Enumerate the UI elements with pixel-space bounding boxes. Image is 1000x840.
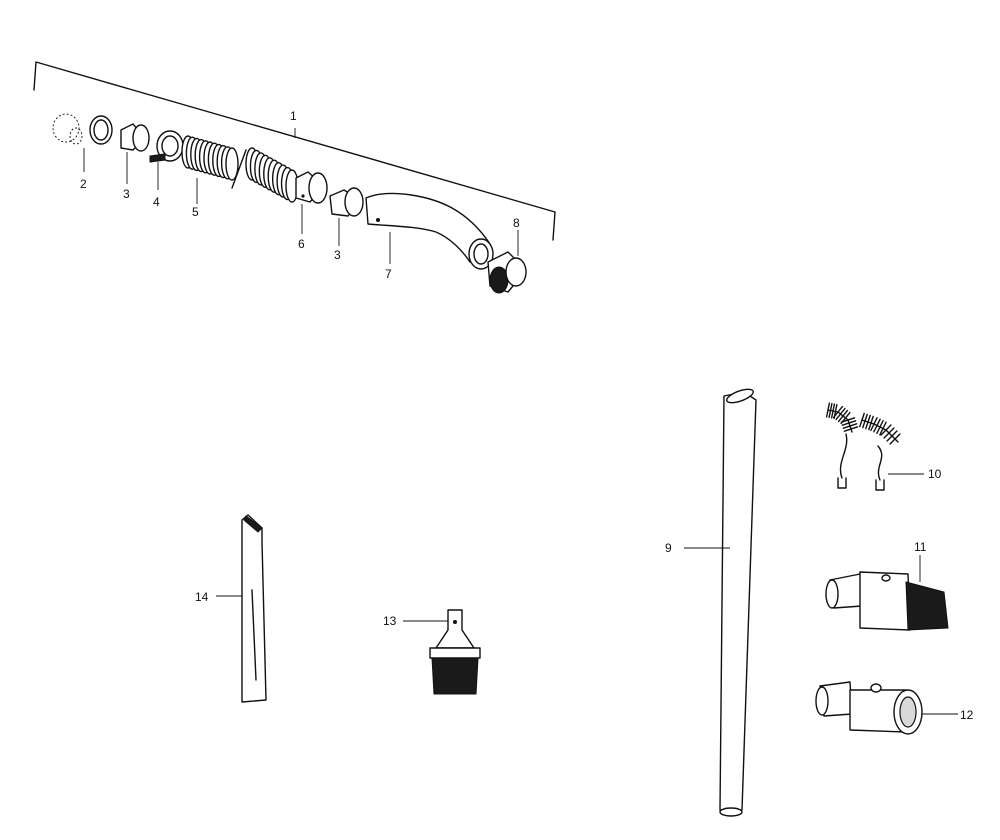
part-9-extension-wand: 9	[665, 388, 757, 817]
part-11-upholstery-nozzle: 11	[825, 540, 949, 631]
brush-bristle	[828, 402, 833, 419]
callout-14: 14	[195, 590, 209, 604]
brush-bristle	[830, 403, 836, 419]
callout-8: 8	[513, 216, 520, 230]
part-8-coupling	[487, 230, 527, 294]
callout-2: 2	[80, 177, 87, 191]
brush-bristle	[873, 418, 881, 433]
brush-bristle	[825, 402, 831, 418]
brush-bristle	[837, 409, 849, 423]
brush-bristle	[832, 405, 844, 419]
callout-4: 4	[153, 195, 160, 209]
brush-bristle	[880, 424, 892, 436]
callout-7: 7	[385, 267, 392, 281]
hose-rib	[225, 147, 239, 181]
part-10-radiator-brushes: 10	[825, 402, 942, 491]
brush-bristle	[870, 417, 878, 431]
callout-6: 6	[298, 237, 305, 251]
callout-13: 13	[383, 614, 397, 628]
callout-3a: 3	[123, 187, 130, 201]
brush-handle	[875, 445, 885, 491]
part-7-curved-handle	[365, 192, 494, 270]
callout-5: 5	[192, 205, 199, 219]
brush-bristle	[835, 407, 846, 421]
brush-bristle	[879, 421, 887, 436]
part-3-sleeve-b	[329, 187, 364, 246]
callout-10: 10	[928, 467, 942, 481]
brush-bristle	[841, 420, 857, 426]
part-4-clamp	[149, 130, 184, 190]
callout-9: 9	[665, 541, 672, 555]
part-6-connector	[295, 171, 328, 234]
brush-bristle	[883, 427, 895, 439]
brush-bristle	[889, 433, 901, 445]
hose-assembly: 1 2 3 4 5	[33, 61, 556, 294]
break-mark	[231, 149, 247, 189]
brush-bristle	[843, 426, 859, 432]
brush-bristle	[842, 423, 858, 429]
part-5-hose	[181, 135, 239, 181]
callout-1: 1	[290, 109, 297, 123]
brush-handle	[837, 433, 848, 489]
part-3-sleeve-a	[120, 123, 150, 184]
part-ring	[89, 115, 113, 145]
callout-12: 12	[960, 708, 974, 722]
part-2-swivel-end	[52, 113, 85, 172]
callout-3b: 3	[334, 248, 341, 262]
brush-bristle	[868, 415, 874, 431]
part-12-round-nozzle: 12	[815, 681, 974, 735]
assembly-bracket	[33, 61, 556, 241]
brush-bristle	[886, 430, 898, 442]
brush-bristle	[865, 414, 871, 430]
part-13-dusting-brush: 13	[383, 609, 481, 695]
callout-11: 11	[914, 540, 927, 554]
part-14-crevice-tool: 14	[195, 514, 267, 703]
brush-bristle	[876, 420, 884, 434]
brush-bristle	[862, 413, 868, 429]
brush-bristle	[840, 417, 856, 423]
part-5-hose-continued	[245, 147, 299, 203]
brush-bristle	[859, 412, 865, 428]
